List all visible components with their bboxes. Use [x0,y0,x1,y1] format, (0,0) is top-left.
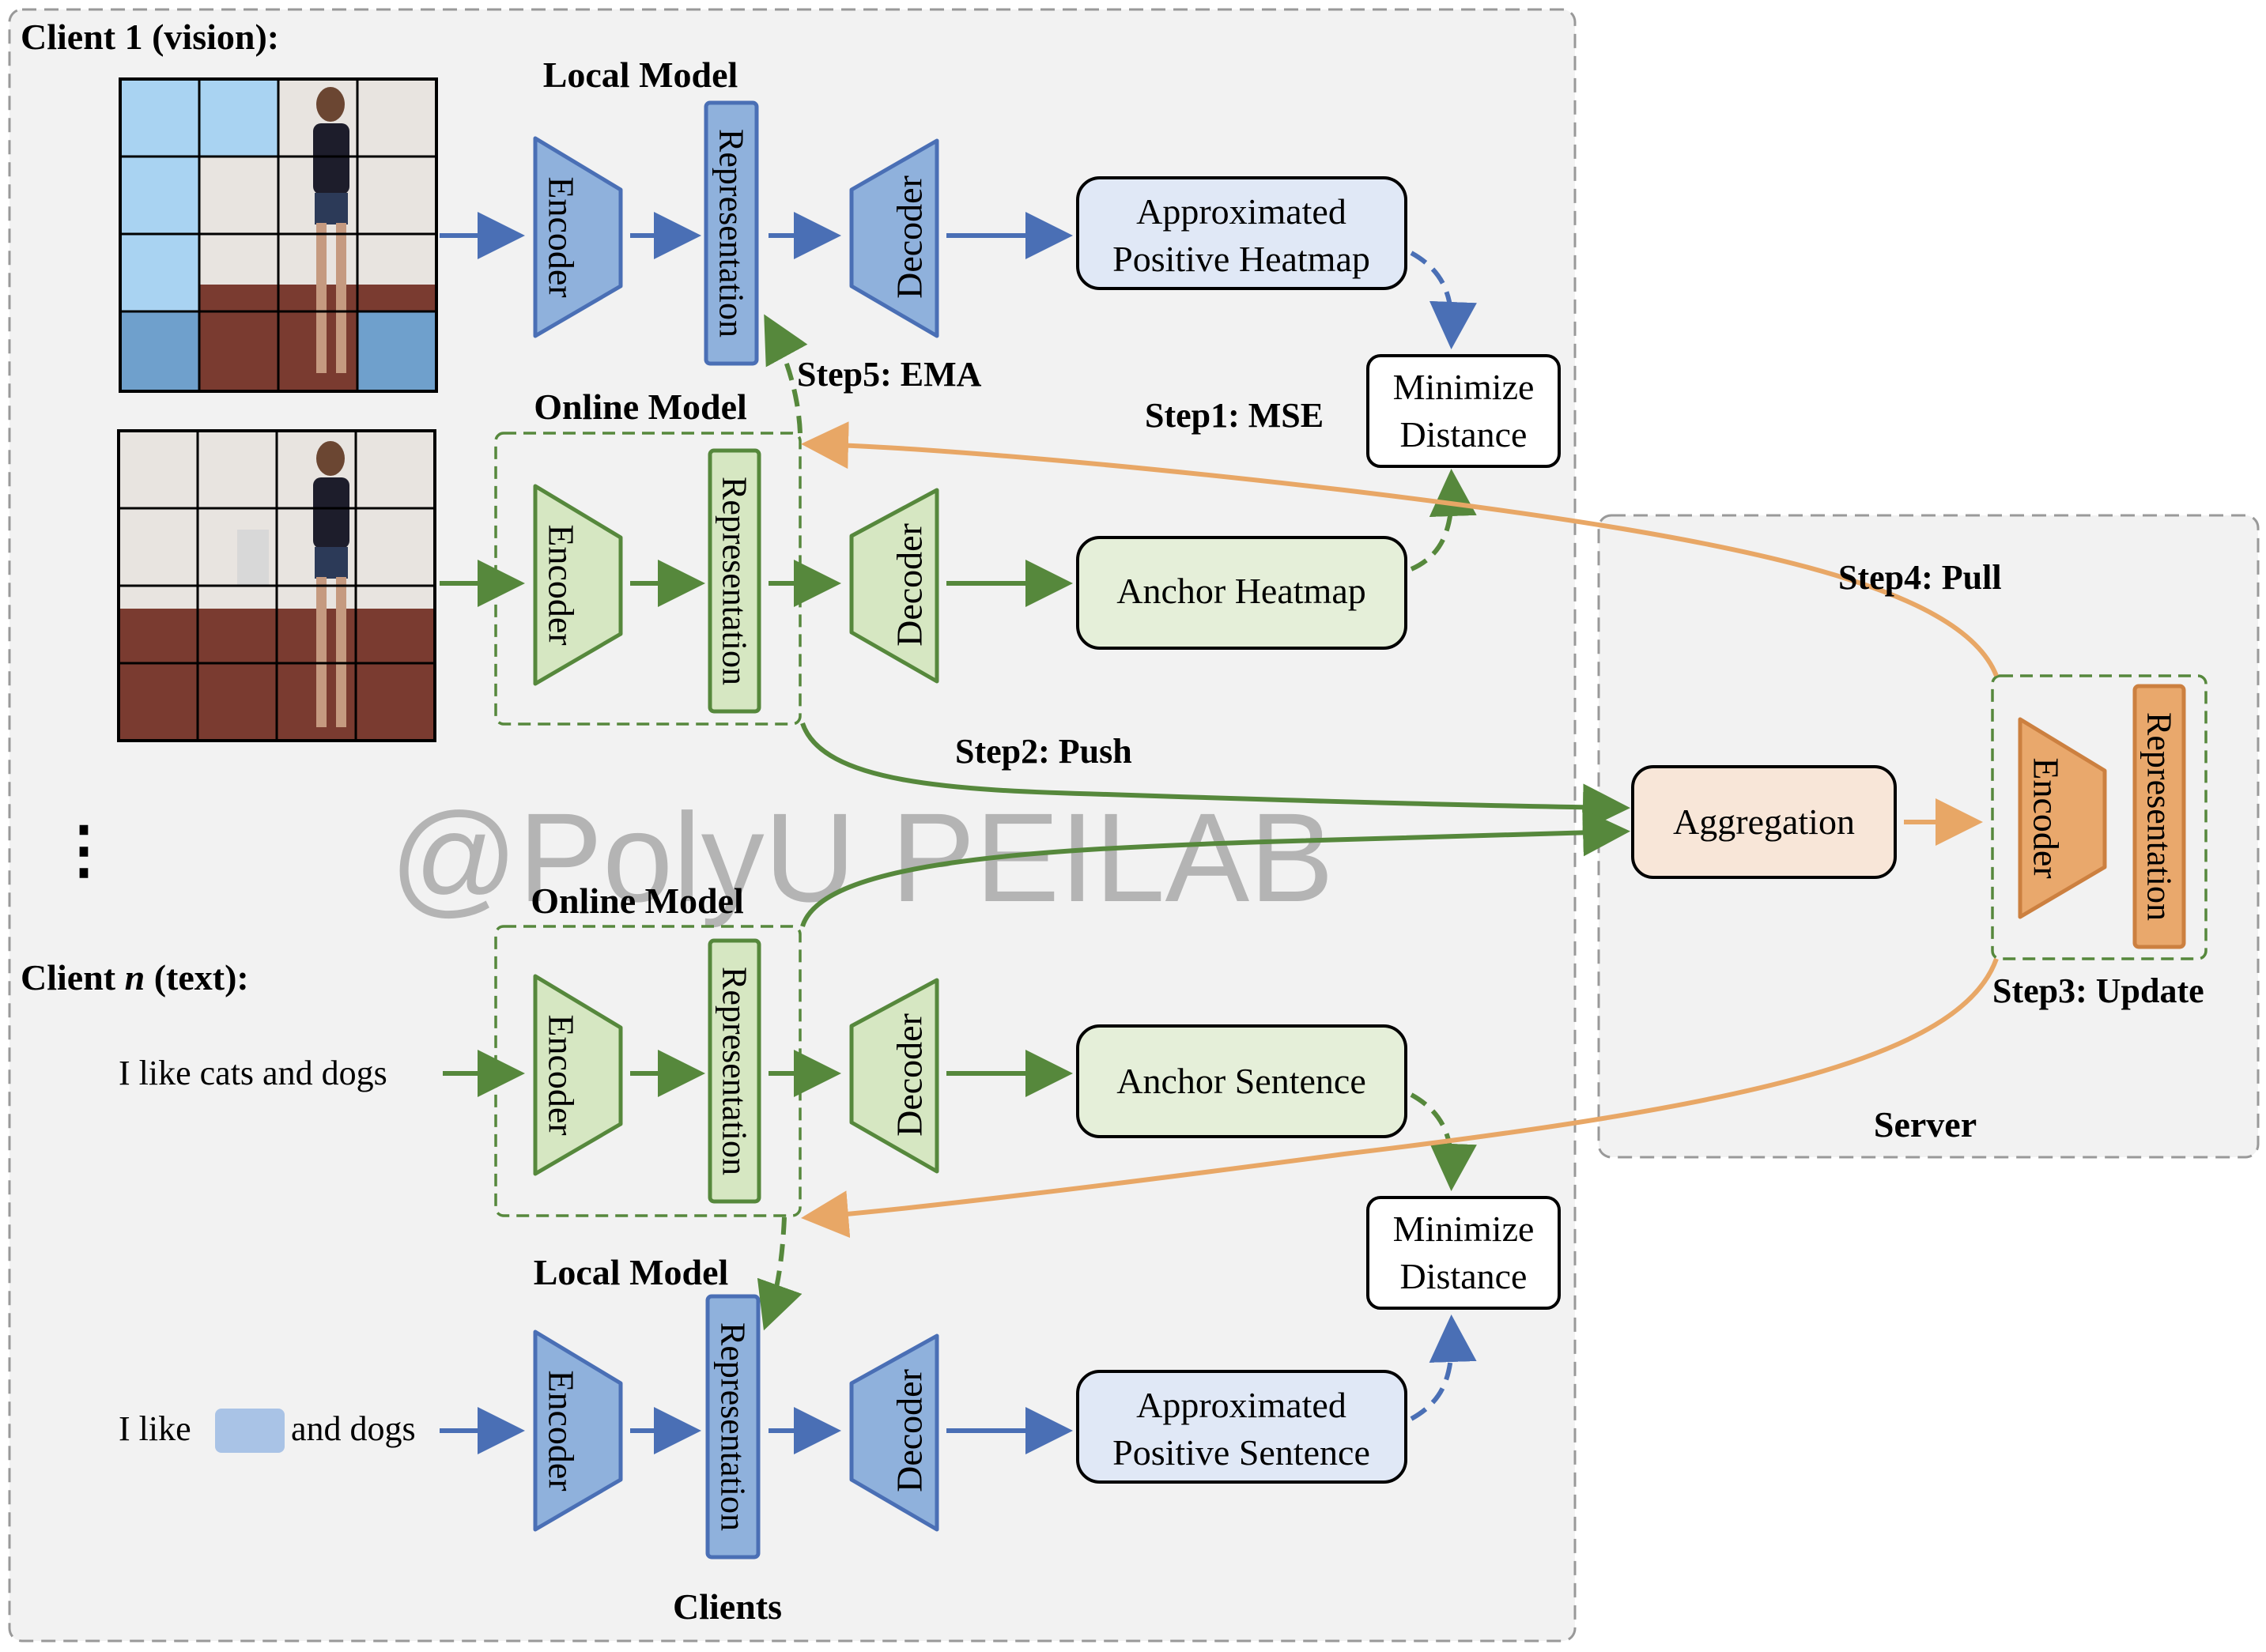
clients-panel [8,8,1577,1643]
step5-label: Step5: EMA [797,355,982,394]
decoder-label: Decoder [889,175,930,299]
representation-label: Representation [716,477,754,685]
online-model-label-n: Online Model [531,881,744,921]
encoder-label: Encoder [2026,757,2067,878]
local-model-label-n: Local Model [534,1252,729,1292]
minimize-distance-2-line1: Minimize [1393,1209,1535,1249]
approx-heatmap-box [1076,176,1407,290]
step4-label: Step4: Pull [1838,558,2002,597]
blue-dashed-arrows [1410,251,1477,1421]
watermark: @PolyU PEILAB [390,786,1334,928]
anchor-heatmap-box [1076,536,1407,650]
representation-block [708,448,761,714]
minimize-distance-1-line2: Distance [1400,414,1528,454]
server-model-box [1991,674,2207,960]
masked-sentence-suffix: and dogs [291,1409,416,1448]
clientn-heading-n: n [125,957,145,998]
encoder-block [533,974,623,1176]
step3-label: Step3: Update [1992,971,2204,1010]
representation-block [2132,684,2186,949]
server-panel [1597,514,2260,1159]
anchor-sentence-box [1076,1024,1407,1138]
aggregation-label: Aggregation [1673,801,1855,842]
representation-block [708,938,761,1204]
client1-heading: Client 1 (vision): [21,17,279,57]
representation-block [704,100,759,366]
decoder-block [849,978,939,1174]
anchor-heatmap-label: Anchor Heatmap [1116,571,1366,611]
encoder-block [533,136,623,338]
online-model-label-1: Online Model [534,387,747,427]
representation-label: Representation [716,967,754,1175]
decoder-block [849,138,939,338]
representation-block [705,1294,761,1560]
ellipsis: ⋮ [52,816,115,885]
full-sentence-input: I like cats and dogs [119,1054,387,1092]
full-image [117,429,436,742]
blue-flow-arrows [440,212,1073,1454]
encoder-block [533,1330,623,1532]
clientn-heading-post: (text): [145,957,249,998]
anchor-sentence-label: Anchor Sentence [1116,1061,1366,1101]
decoder-block [849,1333,939,1532]
encoder-block [533,484,623,686]
minimize-distance-1-line1: Minimize [1393,367,1535,407]
encoder-label: Encoder [542,524,582,645]
decoder-label: Decoder [889,1369,930,1492]
decoder-label: Decoder [889,1013,930,1137]
green-dashed-arrows [757,314,1477,1331]
representation-label: Representation [712,129,751,338]
aggregation-box [1631,765,1897,879]
clientn-heading-pre: Client [21,957,125,998]
minimize-distance-box-1 [1366,354,1561,468]
encoder-block [2018,717,2107,919]
representation-label: Representation [2140,712,2179,921]
decoder-label: Decoder [889,523,930,647]
green-flow-arrows [440,560,1630,1097]
approx-sentence-line2: Positive Sentence [1112,1432,1370,1473]
encoder-label: Encoder [542,1014,582,1135]
step2-label: Step2: Push [955,732,1132,771]
local-model-label-1: Local Model [543,55,738,95]
approx-heatmap-line2: Positive Heatmap [1112,239,1370,279]
approx-sentence-line1: Approximated [1136,1385,1346,1425]
approx-sentence-box [1076,1370,1407,1484]
encoder-label: Encoder [542,176,582,297]
representation-label: Representation [714,1322,753,1531]
minimize-distance-2-line2: Distance [1400,1256,1528,1296]
server-label: Server [1874,1104,1977,1145]
masked-image [119,77,438,393]
orange-arrows [801,421,1999,1239]
approx-heatmap-line1: Approximated [1136,191,1346,232]
encoder-label: Encoder [542,1370,582,1491]
masked-sentence-prefix: I like [119,1409,191,1448]
step1-label: Step1: MSE [1145,396,1324,435]
decoder-block [849,488,939,684]
clientn-heading: Client n (text): [21,957,249,998]
masked-token [215,1409,285,1453]
minimize-distance-box-2 [1366,1196,1561,1310]
clients-footer: Clients [673,1586,782,1627]
